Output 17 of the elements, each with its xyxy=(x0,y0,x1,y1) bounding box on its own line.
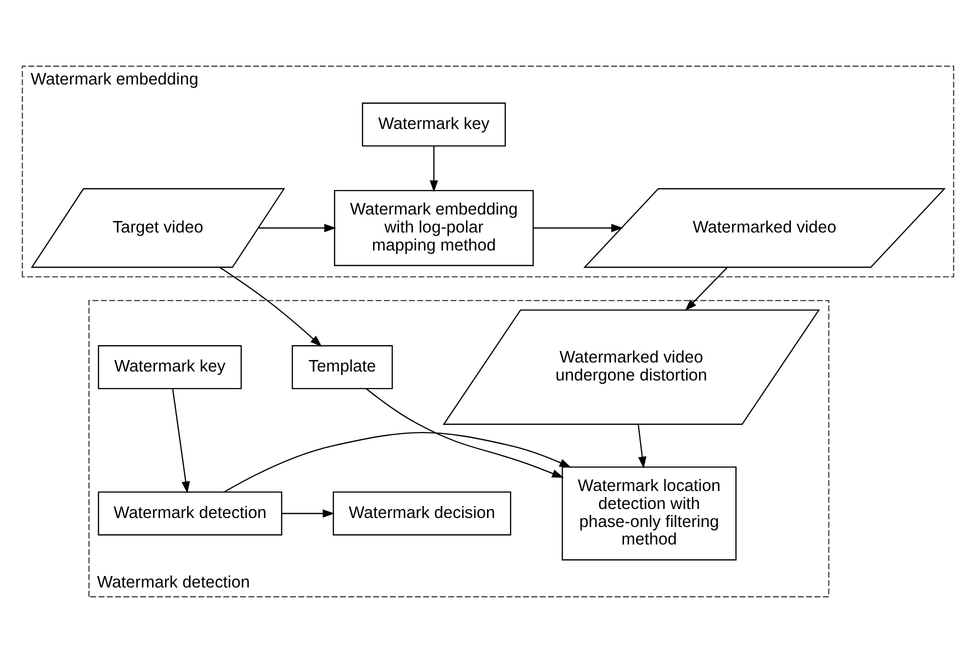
node-box: Watermark location detection with phase-only filtering method xyxy=(562,466,737,560)
arrow xyxy=(258,223,336,232)
arrow xyxy=(282,508,335,518)
arrow xyxy=(684,266,728,310)
arrow xyxy=(219,266,322,346)
node-box: Watermark decision xyxy=(332,490,512,535)
node-box: Watermark detection xyxy=(98,490,282,535)
arrow xyxy=(172,388,190,493)
node-box: Watermark key xyxy=(98,344,242,389)
arrow xyxy=(430,146,438,192)
arrow xyxy=(638,424,646,468)
node-box: Template xyxy=(292,344,393,389)
node-box: Watermark embedding with log-polar mapping method xyxy=(334,189,534,266)
node-box: Watermark key xyxy=(362,102,506,146)
arrow xyxy=(533,223,624,232)
arrow xyxy=(224,432,572,492)
arrow xyxy=(366,388,564,478)
